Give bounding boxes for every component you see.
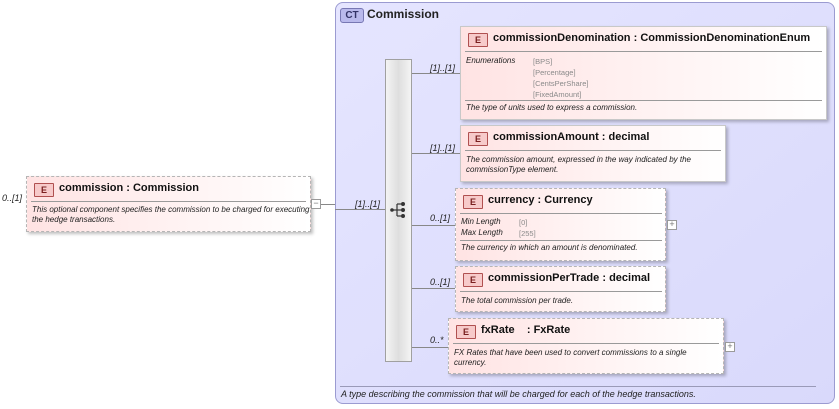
element-currency[interactable]: E currency : Currency Min Length [0] Max… (455, 188, 666, 261)
element-badge: E (34, 183, 54, 197)
child-cardinality: 0..[1] (430, 277, 451, 287)
facet-label: Enumerations (466, 56, 516, 65)
root-cardinality: 0..[1] (2, 193, 23, 203)
divider (453, 343, 719, 344)
connector (321, 204, 335, 205)
element-name: commissionPerTrade : decimal (488, 272, 651, 284)
element-badge: E (463, 273, 483, 287)
enumeration-values: [BPS] [Percentage] [CentsPerShare] [Fixe… (533, 56, 588, 100)
element-commission[interactable]: E commission : Commission This optional … (26, 176, 311, 232)
divider (465, 51, 822, 52)
element-description: The currency in which an amount is denom… (461, 243, 638, 252)
element-description: This optional component specifies the co… (32, 205, 310, 224)
collapse-button[interactable]: − (311, 199, 321, 209)
complex-type-badge: CT (340, 8, 364, 23)
element-fx-rate[interactable]: E fxRate : FxRate FX Rates that have bee… (448, 318, 724, 374)
sequence-connector (335, 209, 385, 210)
expand-button[interactable]: + (667, 220, 677, 230)
divider (460, 213, 662, 214)
element-badge: E (468, 33, 488, 47)
facet-label: Min Length (461, 217, 501, 226)
expand-button[interactable]: + (725, 342, 735, 352)
element-badge: E (468, 132, 488, 146)
child-connector (412, 73, 460, 74)
sequence-icon (390, 202, 405, 218)
child-cardinality: 0..[1] (430, 213, 451, 223)
enum-value: [Percentage] (533, 68, 576, 77)
element-commission-denomination[interactable]: E commissionDenomination : CommissionDen… (460, 26, 827, 120)
element-badge: E (463, 195, 483, 209)
divider (465, 100, 822, 101)
element-name: commissionAmount : decimal (493, 131, 650, 143)
facet-value: [255] (519, 229, 536, 238)
child-connector (412, 347, 448, 348)
child-cardinality: [1]..[1] (430, 63, 456, 73)
enum-value: [BPS] (533, 57, 553, 66)
child-connector (412, 153, 460, 154)
element-description: The type of units used to express a comm… (466, 103, 638, 112)
child-connector (412, 225, 455, 226)
element-name: commission : Commission (59, 182, 199, 194)
description-line: The commission amount, expressed in the … (466, 155, 692, 164)
element-description: The commission amount, expressed in the … (466, 155, 724, 175)
complex-type-title: Commission (367, 7, 440, 21)
element-commission-per-trade[interactable]: E commissionPerTrade : decimal The total… (455, 266, 666, 312)
sequence-cardinality: [1]..[1] (355, 199, 381, 209)
element-description: FX Rates that have been used to convert … (454, 348, 722, 368)
description-line: commissionType element. (466, 165, 559, 174)
element-commission-amount[interactable]: E commissionAmount : decimal The commiss… (460, 125, 726, 182)
complex-type-description: A type describing the commission that wi… (341, 389, 696, 399)
divider (460, 291, 662, 292)
element-name: commissionDenomination : CommissionDenom… (493, 32, 811, 44)
element-name: currency : Currency (488, 194, 593, 206)
divider (465, 150, 721, 151)
enum-value: [CentsPerShare] (533, 79, 589, 88)
description-line: currency. (454, 358, 487, 367)
child-cardinality: [1]..[1] (430, 143, 456, 153)
child-connector (412, 288, 455, 289)
sequence-compositor[interactable] (385, 59, 412, 362)
divider (31, 201, 306, 202)
facet-label: Max Length (461, 228, 503, 237)
description-line: FX Rates that have been used to convert … (454, 348, 687, 357)
enum-value: [FixedAmount] (533, 90, 582, 99)
element-name: fxRate : FxRate (481, 324, 571, 336)
child-cardinality: 0..* (430, 335, 444, 345)
divider (460, 240, 662, 241)
complex-type-divider (340, 386, 816, 387)
element-badge: E (456, 325, 476, 339)
facet-value: [0] (519, 218, 528, 227)
element-description: The total commission per trade. (461, 296, 574, 305)
